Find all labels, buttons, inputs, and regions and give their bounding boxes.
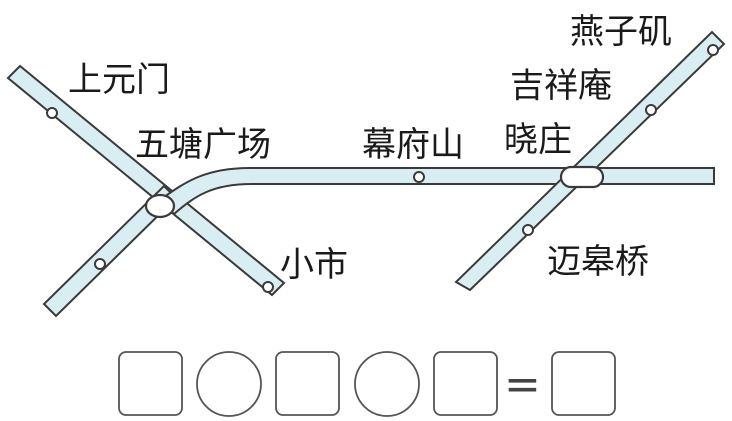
label-shangyuanmen: 上元门 [68, 60, 170, 100]
equation-circle-2 [354, 351, 420, 417]
line-shangyuanmen-xiaoshi [6, 64, 286, 297]
stop-maigaoqiao [522, 224, 534, 236]
stop-yanziji [707, 44, 719, 56]
line-maigaoqiao-yanziji [454, 30, 726, 292]
stop-mufu [413, 171, 425, 183]
label-wutang: 五塘广场 [135, 125, 271, 165]
equals-sign: = [504, 359, 541, 410]
line-wutang-east [158, 167, 715, 216]
stop-xiaoshi [262, 281, 274, 293]
label-mufu: 幕府山 [362, 125, 464, 165]
stop-shangyuanmen [46, 107, 58, 119]
hub-xiaozhuang [559, 165, 605, 189]
label-yanziji: 燕子矶 [570, 12, 672, 52]
label-xiaozhuang: 晓庄 [504, 120, 572, 160]
label-xiaoshi: 小市 [280, 245, 348, 285]
equation-square-2 [275, 351, 340, 416]
label-jixiangan: 吉祥庵 [510, 66, 612, 106]
equation-circle-1 [196, 351, 262, 417]
label-maigaoqiao: 迈皋桥 [547, 242, 649, 282]
stop-southwest [94, 258, 106, 270]
stop-jixiangan [645, 104, 657, 116]
equation-square-result [551, 351, 616, 416]
equation-square-1 [118, 351, 183, 416]
equation-square-3 [433, 351, 498, 416]
hub-wutang [144, 193, 176, 219]
